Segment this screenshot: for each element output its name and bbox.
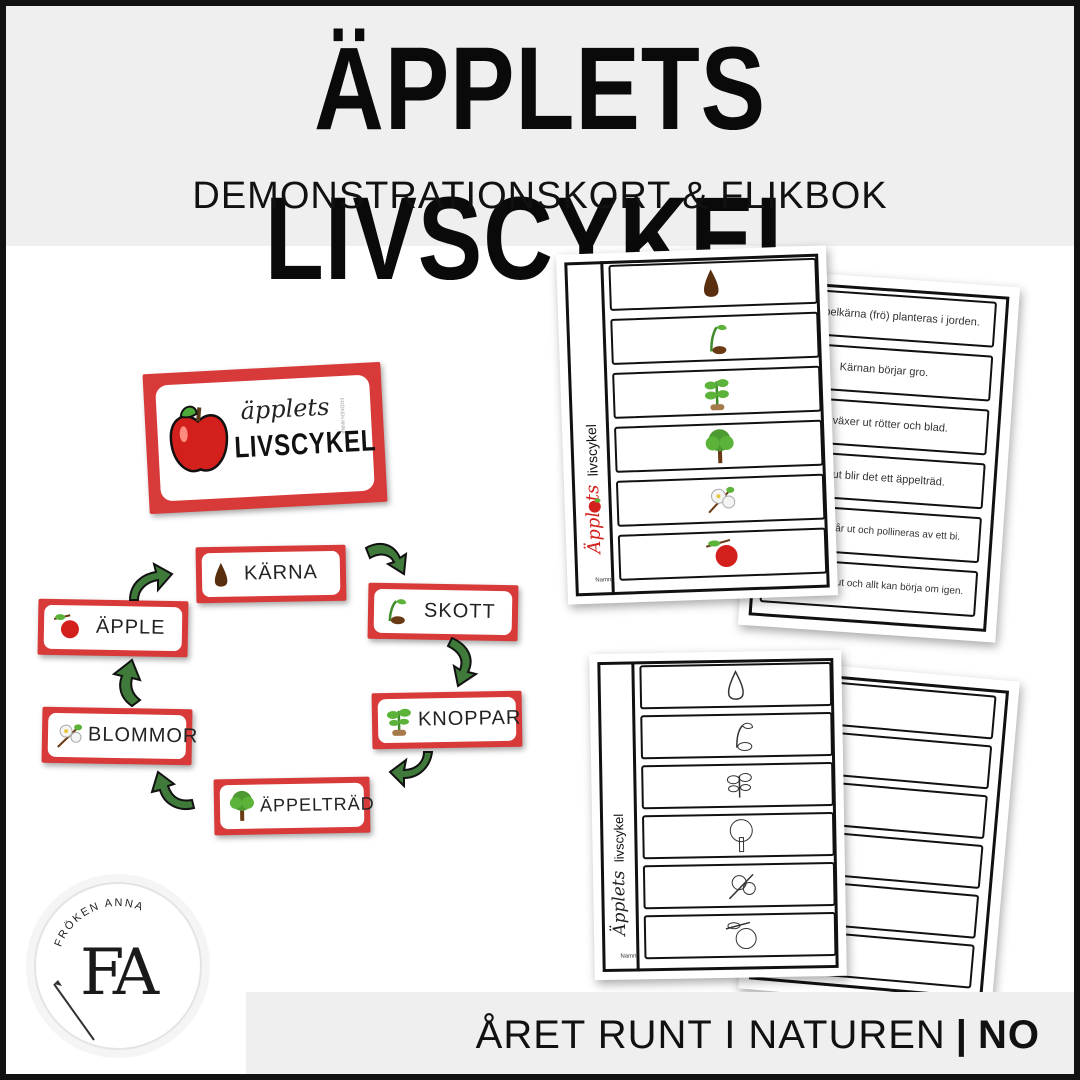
cycle-card-label: ÄPPLE [95,615,166,639]
cycle-card-label: SKOTT [423,599,496,623]
cycle-card-label: KÄRNA [243,561,319,585]
series-name: ÅRET RUNT I NATUREN [475,1013,946,1057]
sprout-outline-icon [736,722,753,752]
apple-outline-icon [725,921,757,950]
seed-icon [214,562,228,587]
blossom-icon [57,724,83,748]
header-banner: ÄPPLETS LIVSCYKEL DEMONSTRATIONSKORT & F… [6,6,1074,305]
apple-icon [169,405,229,473]
flipbook-title: Äpplets livscykel [582,423,606,555]
name-label: Namn [595,577,612,584]
cycle-arrow-icon [364,542,408,576]
seed-outline-icon [727,669,744,700]
apple-icon [53,614,79,639]
title-card: äpplets LIVSCYKEL FRÖKEN ANNA [142,361,388,515]
blossom-outline-icon [728,873,756,900]
blossom-icon [708,486,736,514]
cycle-arrow-icon [150,770,196,810]
tree-icon [705,429,734,464]
footer-text: ÅRET RUNT I NATUREN|NO [476,1010,1040,1060]
title-card-line1: äpplets [239,392,331,426]
cycle-card-label: ÄPPELTRÄD [259,793,375,816]
flipbook-color-sheet: Äpplets livscykel Namn [555,245,839,605]
cycle-arrow-icon [128,562,174,601]
cycle-card-skott: SKOTT [367,582,519,642]
logo-monogram: FA [80,936,159,1010]
tree-icon [229,790,254,821]
cycle-card-apple: ÄPPLE [37,598,189,658]
cycle-card-knoppar: KNOPPAR [371,690,523,750]
seedling-outline-icon [726,773,752,798]
footer-separator: | [955,1013,968,1057]
sprout-icon [388,599,407,625]
cycle-arrow-icon [111,658,142,708]
apple-icon [588,498,601,513]
cycle-arrow-icon [446,636,479,688]
cycle-card-label: BLOMMOR [87,723,199,748]
apple-icon [705,538,738,568]
seedling-icon [704,379,729,411]
name-label: Namn [620,953,637,960]
seed-icon [704,269,719,297]
page-subtitle: DEMONSTRATIONSKORT & FLIKBOK [192,175,888,217]
brand-logo: FRÖKEN ANNA FA [34,882,202,1050]
subject-tag: NO [978,1013,1040,1057]
seedling-icon [386,708,411,736]
brand-arc-text: FRÖKEN ANNA [52,897,144,1041]
cycle-card-blommor: BLOMMOR [41,706,199,766]
cycle-arrow-icon [388,751,434,789]
cycle-card-label: KNOPPAR [417,706,522,731]
page-title: ÄPPLETS LIVSCYKEL [264,23,816,305]
sprout-icon [710,324,727,355]
footer-banner: ÅRET RUNT I NATUREN|NO [246,992,1074,1074]
flipbook-bw-sheet: Äpplets livscykel Namn [589,649,847,981]
cycle-card-karna: KÄRNA [195,544,347,604]
tree-outline-icon [729,819,753,853]
flipbook-title: Äpplets livscykel [608,813,631,936]
cycle-card-appeltrad: ÄPPELTRÄD [213,776,375,836]
